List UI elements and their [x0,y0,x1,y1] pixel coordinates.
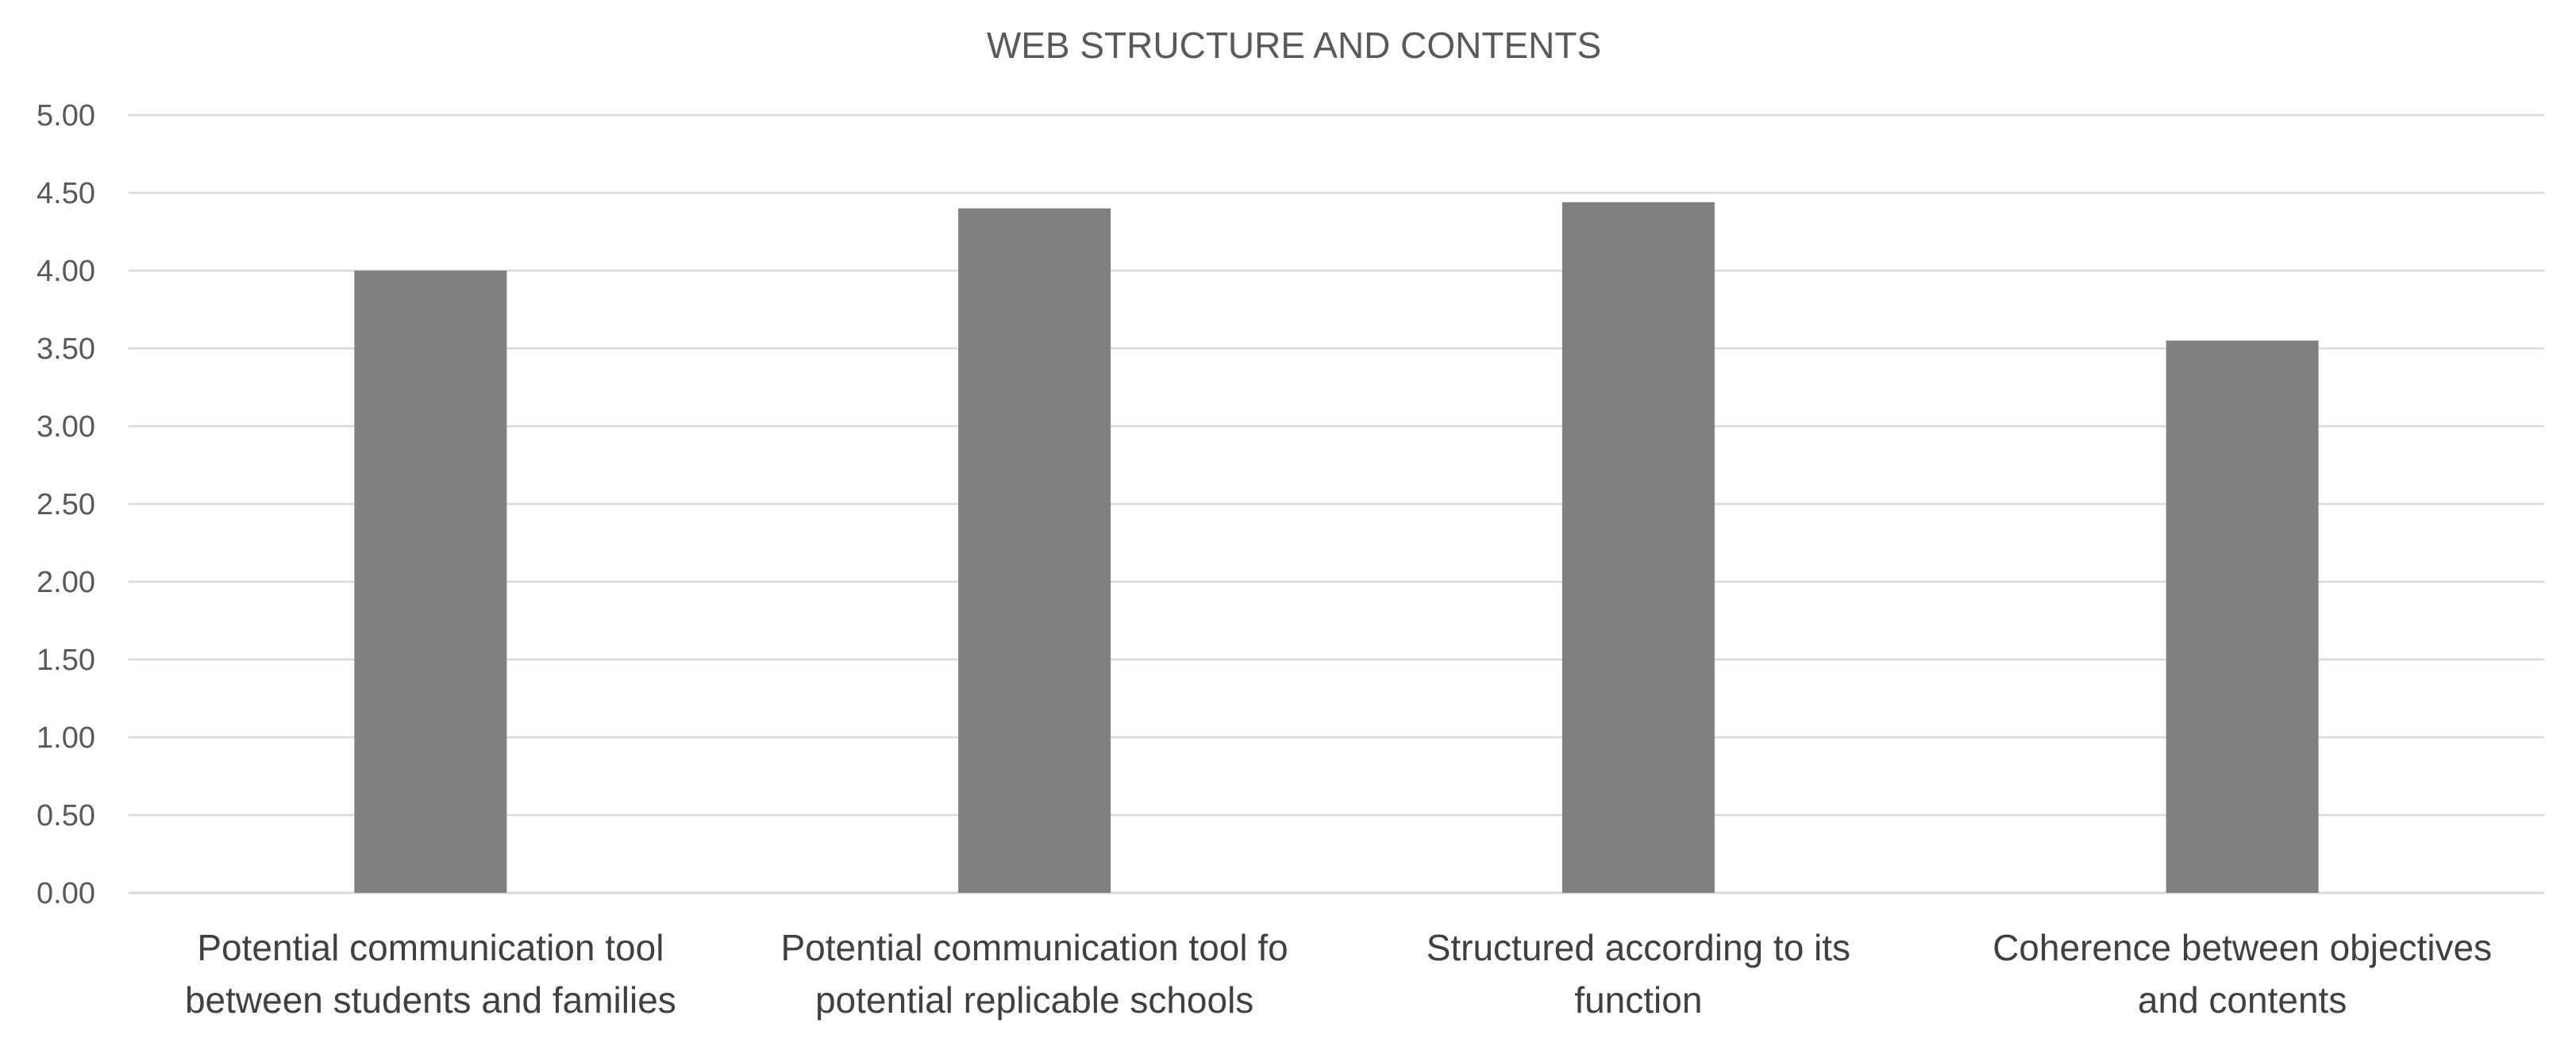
y-tick-label: 3.00 [37,410,95,444]
gridlines [129,113,2544,894]
bars [354,202,2319,894]
y-tick-label: 1.00 [37,721,95,755]
y-tick-label: 3.50 [37,333,95,366]
chart-title: WEB STRUCTURE AND CONTENTS [987,25,1601,66]
y-tick-label: 0.00 [37,877,95,910]
y-tick-label: 4.00 [37,255,95,288]
y-axis-ticks: 0.00 0.50 1.00 1.50 2.00 2.50 3.00 3.50 4.00 4.50… [37,99,95,910]
bar [2166,340,2319,893]
bar [1561,202,1715,893]
bar [354,271,507,893]
y-tick-label: 5.00 [37,99,95,133]
y-tick-label: 4.50 [37,177,95,210]
y-tick-label: 1.50 [37,644,95,677]
bar [958,208,1111,894]
y-tick-label: 0.50 [37,799,95,833]
y-tick-label: 2.00 [37,566,95,599]
y-tick-label: 2.50 [37,488,95,521]
